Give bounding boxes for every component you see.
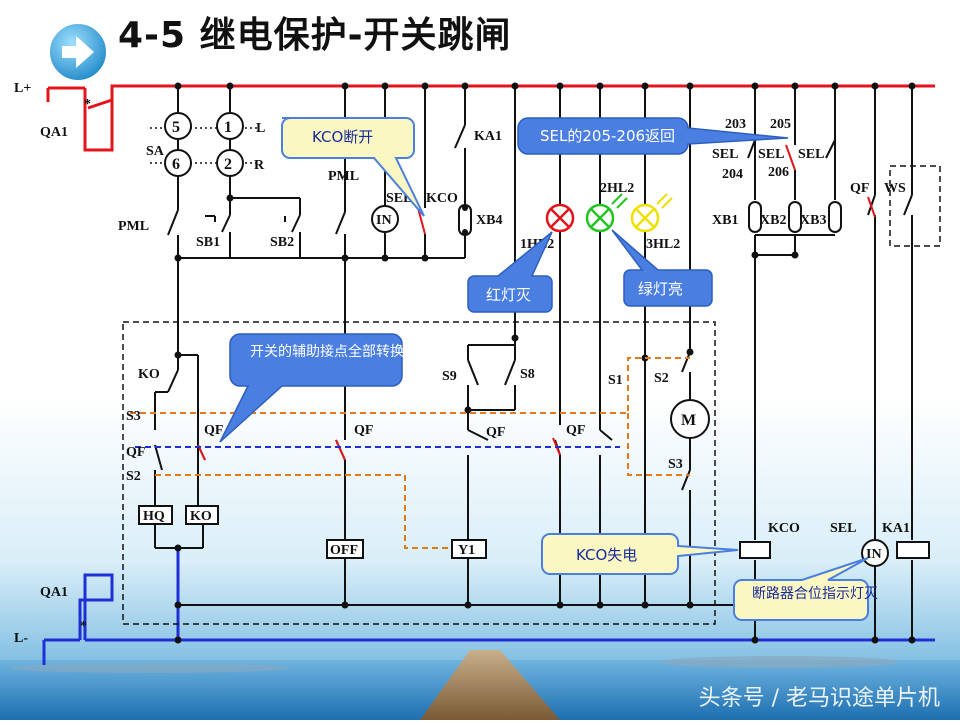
callout-sel-return: SEL的205-206返回	[517, 117, 789, 155]
terminal-6: 6	[172, 156, 180, 173]
pier-image	[420, 650, 560, 720]
off-label: OFF	[330, 543, 358, 558]
xb-connectors	[748, 201, 842, 233]
sa-label: SA	[146, 144, 165, 159]
ko-coil	[185, 505, 219, 525]
sb1-label: SB1	[196, 235, 220, 250]
svg-text:开关的辅助接点全部转换: 开关的辅助接点全部转换	[250, 343, 404, 360]
s1-label: S1	[608, 373, 623, 388]
in-top-label: IN	[376, 213, 392, 228]
s2-right-label: S2	[654, 371, 669, 386]
s3-left-label: S3	[126, 409, 141, 424]
terminal-5: 5	[172, 119, 180, 136]
sel-bottom-label: SEL	[830, 521, 856, 536]
svg-text:*: *	[84, 97, 91, 112]
sa-terminals	[164, 112, 244, 177]
ws-box	[889, 165, 941, 247]
ka1-top-label: KA1	[474, 129, 502, 144]
callout-green-on: 绿灯亮	[611, 229, 713, 307]
n206-label: 206	[768, 165, 789, 180]
page-title: 4-5 继电保护-开关跳闸	[118, 15, 512, 56]
sel1-label: SEL	[712, 147, 738, 162]
s3-right-label: S3	[668, 457, 683, 472]
yellow-lamp	[630, 193, 673, 233]
motor	[670, 399, 710, 439]
pml-right-label: PML	[328, 169, 359, 184]
junction-dots	[174, 82, 916, 644]
sel3-label: SEL	[798, 147, 824, 162]
in-bottom-relay	[861, 539, 889, 567]
ko-label: KO	[138, 367, 160, 382]
svg-text:断路器合位指示灯灭: 断路器合位指示灯灭	[752, 586, 878, 602]
svg-text:绿灯亮: 绿灯亮	[638, 280, 683, 298]
l-plus-label: L+	[14, 81, 31, 96]
in-bottom-label: IN	[866, 547, 882, 562]
s8-label: S8	[520, 367, 535, 382]
s2-left-label: S2	[126, 469, 141, 484]
ka1-bottom-label: KA1	[882, 521, 910, 536]
in-relay	[371, 205, 399, 233]
hq-coil	[138, 505, 173, 525]
hq-label: HQ	[143, 509, 165, 524]
svg-text:KCO失电: KCO失电	[576, 546, 637, 564]
s9-label: S9	[442, 369, 457, 384]
hl2-label: 2HL2	[600, 181, 634, 196]
svg-text:红灯灭: 红灯灭	[486, 286, 531, 304]
off-coil	[326, 539, 364, 559]
green-lamp	[585, 193, 628, 233]
ko-box-label: KO	[190, 509, 212, 524]
qf-c-label: QF	[486, 425, 505, 440]
xb1-label: XB1	[712, 213, 738, 228]
sb2-label: SB2	[270, 235, 294, 250]
callout-kco-deenergized: KCO失电	[541, 533, 739, 575]
kco-bottom-label: KCO	[768, 521, 800, 536]
xb4-label: XB4	[476, 213, 502, 228]
qf-top-label: QF	[850, 181, 869, 196]
ka1-coil	[896, 541, 930, 559]
callout-red-off: 红灯灭	[467, 231, 553, 313]
watermark: 头条号 / 老马识途单片机	[698, 686, 940, 711]
pml-left-label: PML	[118, 219, 149, 234]
right-arrow-icon[interactable]	[46, 20, 110, 84]
n204-label: 204	[722, 167, 743, 182]
qf-d-label: QF	[566, 423, 585, 438]
l-minus-label: L-	[14, 631, 28, 646]
ws-label: WS	[884, 181, 906, 196]
r-label: R	[254, 158, 265, 173]
red-lamp	[545, 203, 575, 233]
callout-breaker-indicator: 断路器合位指示灯灭	[733, 557, 878, 621]
qa1-top-label: QA1	[40, 125, 68, 140]
callout-aux-contacts: 开关的辅助接点全部转换	[219, 333, 404, 443]
xb2-label: XB2	[760, 213, 786, 228]
y1-coil	[451, 539, 487, 559]
callout-kco-off: KCO断开	[281, 117, 425, 217]
sel2-label: SEL	[758, 147, 784, 162]
terminal-2: 2	[224, 156, 232, 173]
qf-b-label: QF	[354, 423, 373, 438]
breaker-mechanism-box	[122, 321, 716, 625]
negative-bus	[42, 573, 935, 665]
svg-text:SEL的205-206返回: SEL的205-206返回	[540, 127, 675, 145]
svg-text:*: *	[80, 619, 87, 634]
svg-text:KCO断开: KCO断开	[312, 128, 373, 146]
qa1-bottom-label: QA1	[40, 585, 68, 600]
qf-left-label: QF	[126, 445, 145, 460]
qf-a-label: QF	[204, 423, 223, 438]
hl3-label: 3HL2	[646, 237, 680, 252]
terminal-1: 1	[224, 119, 232, 136]
kco-top-label: KCO	[426, 191, 458, 206]
n203-label: 203	[725, 117, 746, 132]
kco-coil	[739, 541, 771, 559]
y1-label: Y1	[458, 543, 475, 558]
motor-label: M	[681, 412, 696, 429]
xb3-label: XB3	[800, 213, 826, 228]
n205-label: 205	[770, 117, 791, 132]
l-label: L	[256, 121, 265, 136]
